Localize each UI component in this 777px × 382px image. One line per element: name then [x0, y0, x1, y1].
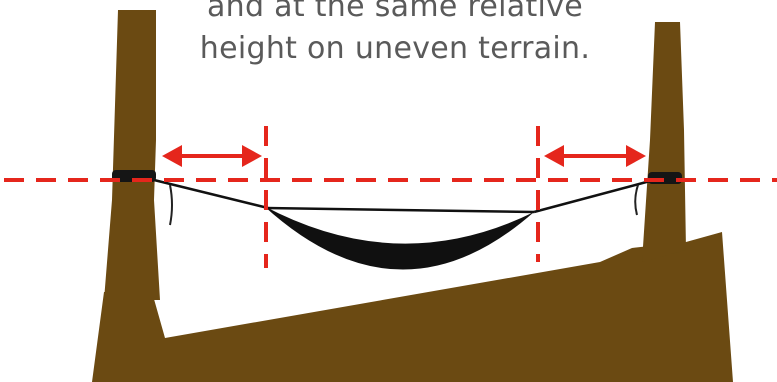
- right-tree: [642, 22, 686, 262]
- hammock: [264, 206, 534, 270]
- left-tree: [104, 10, 160, 300]
- right-suspension-line: [533, 178, 655, 214]
- caption-line-2: height on uneven terrain.: [199, 31, 591, 66]
- caption-line-1: and at the same relative: [206, 0, 584, 24]
- left-double-headed-arrow-icon: [162, 145, 262, 167]
- ridgeline: [265, 206, 535, 214]
- left-strap-tail: [169, 184, 173, 226]
- right-double-headed-arrow-icon: [544, 145, 646, 167]
- terrain: [92, 232, 733, 382]
- caption: and at the same relative height on uneve…: [160, 0, 630, 70]
- left-suspension-line: [153, 178, 269, 210]
- right-strap-tail: [634, 184, 639, 216]
